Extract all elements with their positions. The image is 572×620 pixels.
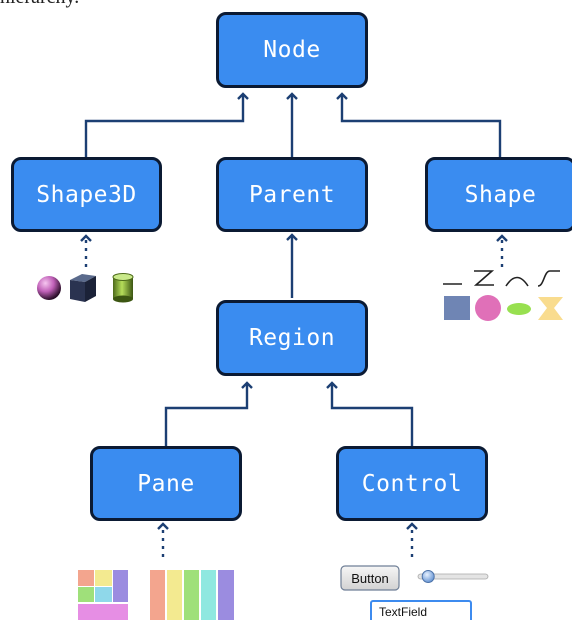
ellipse-shape-icon [507, 303, 531, 315]
3d-shapes-examples [37, 273, 134, 303]
example-button-label: Button [351, 571, 389, 586]
example-slider [417, 570, 489, 583]
node-parent[interactable]: Parent [216, 157, 368, 232]
node-pane[interactable]: Pane [90, 446, 242, 521]
example-button: Button [340, 565, 400, 591]
polygon-shape-icon [538, 297, 563, 320]
cylinder-icon [112, 273, 134, 303]
sphere-icon [37, 276, 61, 300]
controls-examples: Button TextField [340, 565, 489, 620]
node-node[interactable]: Node [216, 12, 368, 88]
edge-shape-node [336, 92, 502, 158]
partial-caption-text: hierarchy. [0, 0, 79, 9]
node-region[interactable]: Region [216, 300, 368, 376]
example-textfield: TextField [370, 600, 472, 620]
rectangle-shape-icon [444, 296, 470, 320]
2d-shapes-examples [443, 270, 563, 321]
node-control[interactable]: Control [336, 446, 488, 521]
curve-shape-icon [537, 270, 560, 287]
polyline-shape-icon [473, 270, 495, 286]
node-shape[interactable]: Shape [425, 157, 572, 232]
example-slider-thumb [421, 570, 435, 583]
box-icon [70, 274, 96, 302]
hbox-example [150, 570, 234, 620]
node-shape3d[interactable]: Shape3D [11, 157, 162, 232]
circle-shape-icon [475, 295, 501, 321]
example-textfield-value: TextField [379, 605, 427, 619]
edge-shape3d-node [84, 92, 249, 158]
edge-control-region [326, 381, 414, 447]
borderpane-example [78, 570, 128, 620]
edge-pane-region [164, 381, 253, 447]
arc-shape-icon [505, 276, 529, 287]
pane-layout-examples [78, 570, 234, 620]
